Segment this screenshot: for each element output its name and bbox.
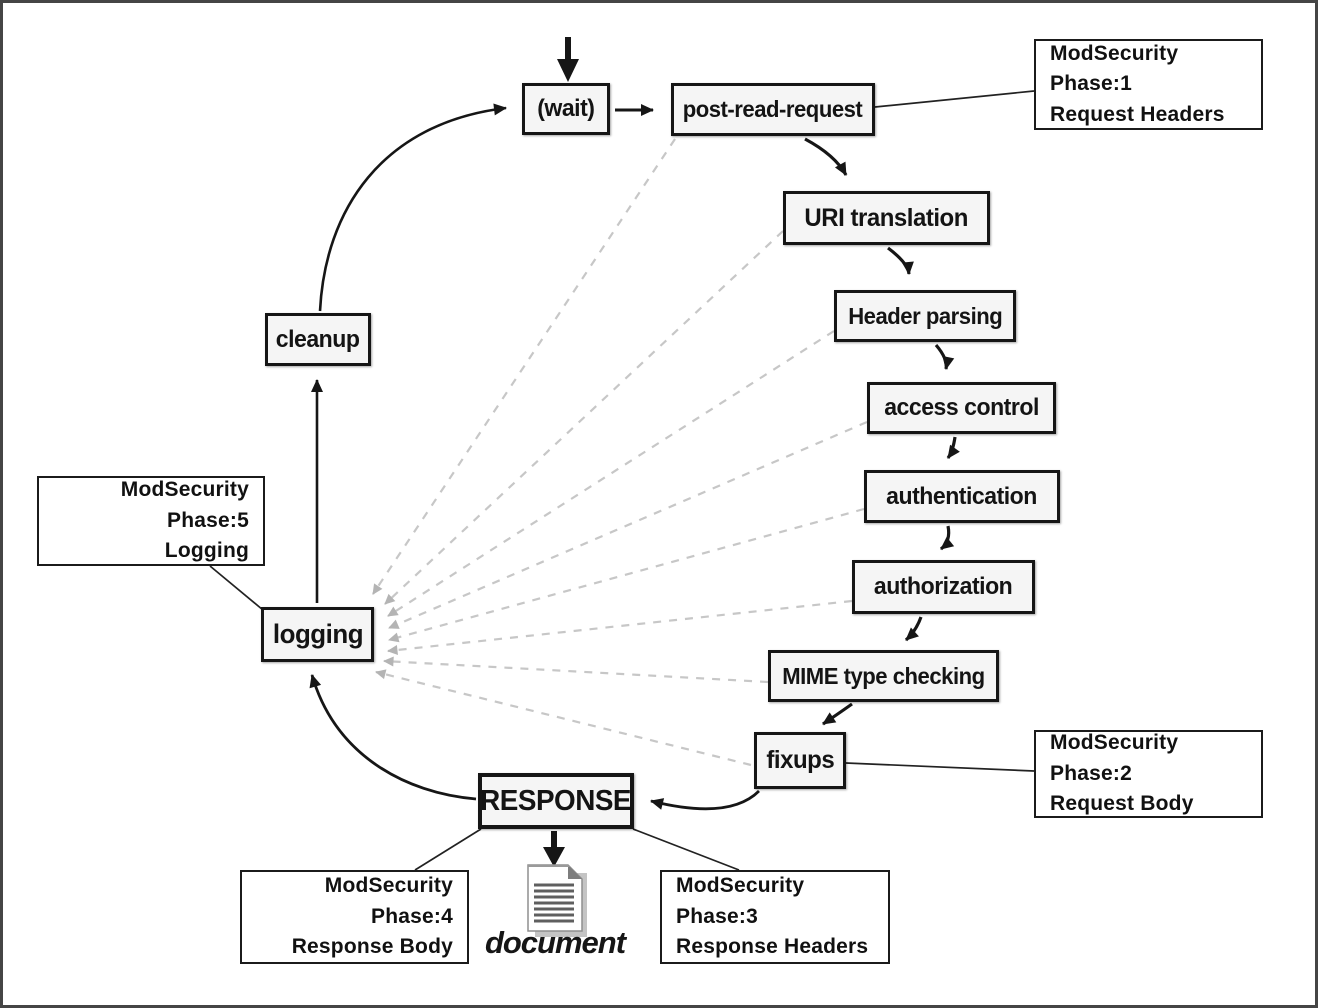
- annotation-phase-4-line1: ModSecurity Phase:4: [324, 874, 453, 928]
- document-icon: [527, 864, 587, 937]
- node-authentication-label: authentication: [886, 482, 1038, 510]
- node-uri-translation: URI translation: [783, 191, 990, 245]
- dashed-link-authentication-to-logging: [388, 507, 865, 643]
- node-fixups: fixups: [754, 732, 846, 789]
- dashed-link-fixups-to-logging: [375, 669, 752, 767]
- annotation-modsecurity-phase-4: ModSecurity Phase:4 Response Body: [240, 870, 469, 964]
- annotation-phase-3-line2: Response Headers: [676, 935, 869, 959]
- node-fixups-label: fixups: [766, 746, 834, 774]
- annotation-modsecurity-phase-3: ModSecurity Phase:3 Response Headers: [660, 870, 890, 964]
- arrow-fixups-to-response: [650, 789, 760, 811]
- arrow-uri-translation-to-header-parsing: [887, 246, 914, 275]
- arrow-post-read-request-to-uri-translation: [804, 137, 848, 176]
- annotation-phase-1-line1: ModSecurity Phase:1: [1050, 41, 1179, 96]
- dashed-link-authorization-to-logging: [387, 599, 853, 655]
- node-logging: logging: [261, 607, 374, 662]
- node-header-parsing: Header parsing: [834, 290, 1016, 342]
- arrow-authentication-to-authorization: [939, 525, 955, 551]
- node-authorization-label: authorization: [874, 573, 1013, 600]
- node-response-label: RESPONSE: [480, 784, 632, 817]
- annotation-phase-3-line1: ModSecurity Phase:3: [676, 874, 805, 928]
- annotation-modsecurity-phase-5: ModSecurity Phase:5 Logging: [37, 476, 265, 566]
- arrow-authorization-to-mime-type-checking: [904, 616, 923, 642]
- arrow-access-control-to-authentication: [946, 436, 960, 459]
- annotation-phase-1-line2: Request Headers: [1050, 102, 1225, 126]
- arrow-header-parsing-to-access-control: [934, 343, 955, 370]
- node-response: RESPONSE: [478, 773, 634, 829]
- dashed-link-access-control-to-logging: [388, 420, 868, 630]
- annotation-phase-5-line1: ModSecurity Phase:5: [120, 478, 249, 532]
- link-phase5-to-logging: [209, 565, 264, 611]
- node-access-control-label: access control: [884, 394, 1039, 421]
- link-fixups-to-phase2: [845, 762, 1035, 772]
- document-arrowhead: [543, 847, 565, 867]
- entry-arrowhead: [557, 59, 579, 82]
- node-cleanup-label: cleanup: [276, 325, 360, 353]
- node-uri-translation-label: URI translation: [804, 203, 969, 232]
- node-wait-label: (wait): [537, 95, 595, 122]
- arrow-response-to-logging: [309, 674, 477, 801]
- annotation-modsecurity-phase-2: ModSecurity Phase:2 Request Body: [1034, 730, 1263, 818]
- node-authorization: authorization: [852, 560, 1035, 614]
- arrow-cleanup-to-wait: [318, 103, 507, 312]
- dashed-link-post-read-request-to-logging: [372, 138, 676, 595]
- dashed-link-mime-type-checking-to-logging: [383, 656, 769, 684]
- annotation-phase-2-line1: ModSecurity Phase:2: [1050, 731, 1179, 785]
- node-authentication: authentication: [864, 470, 1060, 523]
- node-mime-type-checking: MIME type checking: [768, 650, 999, 702]
- dashed-link-uri-translation-to-logging: [384, 230, 784, 605]
- node-cleanup: cleanup: [265, 313, 371, 366]
- node-logging-label: logging: [272, 619, 363, 649]
- node-post-read-request-label: post-read-request: [683, 96, 863, 122]
- node-access-control: access control: [867, 382, 1056, 434]
- annotation-modsecurity-phase-1: ModSecurity Phase:1 Request Headers: [1034, 39, 1263, 130]
- dashed-link-header-parsing-to-logging: [387, 330, 835, 617]
- node-wait: (wait): [522, 83, 610, 135]
- connector-layer: [209, 37, 1035, 937]
- document-caption: document: [484, 925, 626, 960]
- link-post-read-request-to-phase1: [874, 90, 1035, 108]
- node-header-parsing-label: Header parsing: [847, 302, 1003, 329]
- annotation-phase-2-line2: Request Body: [1050, 792, 1194, 816]
- arrow-mime-type-checking-to-fixups: [822, 702, 853, 726]
- node-mime-type-checking-label: MIME type checking: [782, 662, 985, 689]
- link-response-to-phase4: [414, 828, 482, 871]
- node-post-read-request: post-read-request: [671, 83, 875, 136]
- link-response-to-phase3: [632, 828, 740, 871]
- annotation-phase-4-line2: Response Body: [291, 935, 453, 959]
- annotation-phase-5-line2: Logging: [164, 539, 249, 563]
